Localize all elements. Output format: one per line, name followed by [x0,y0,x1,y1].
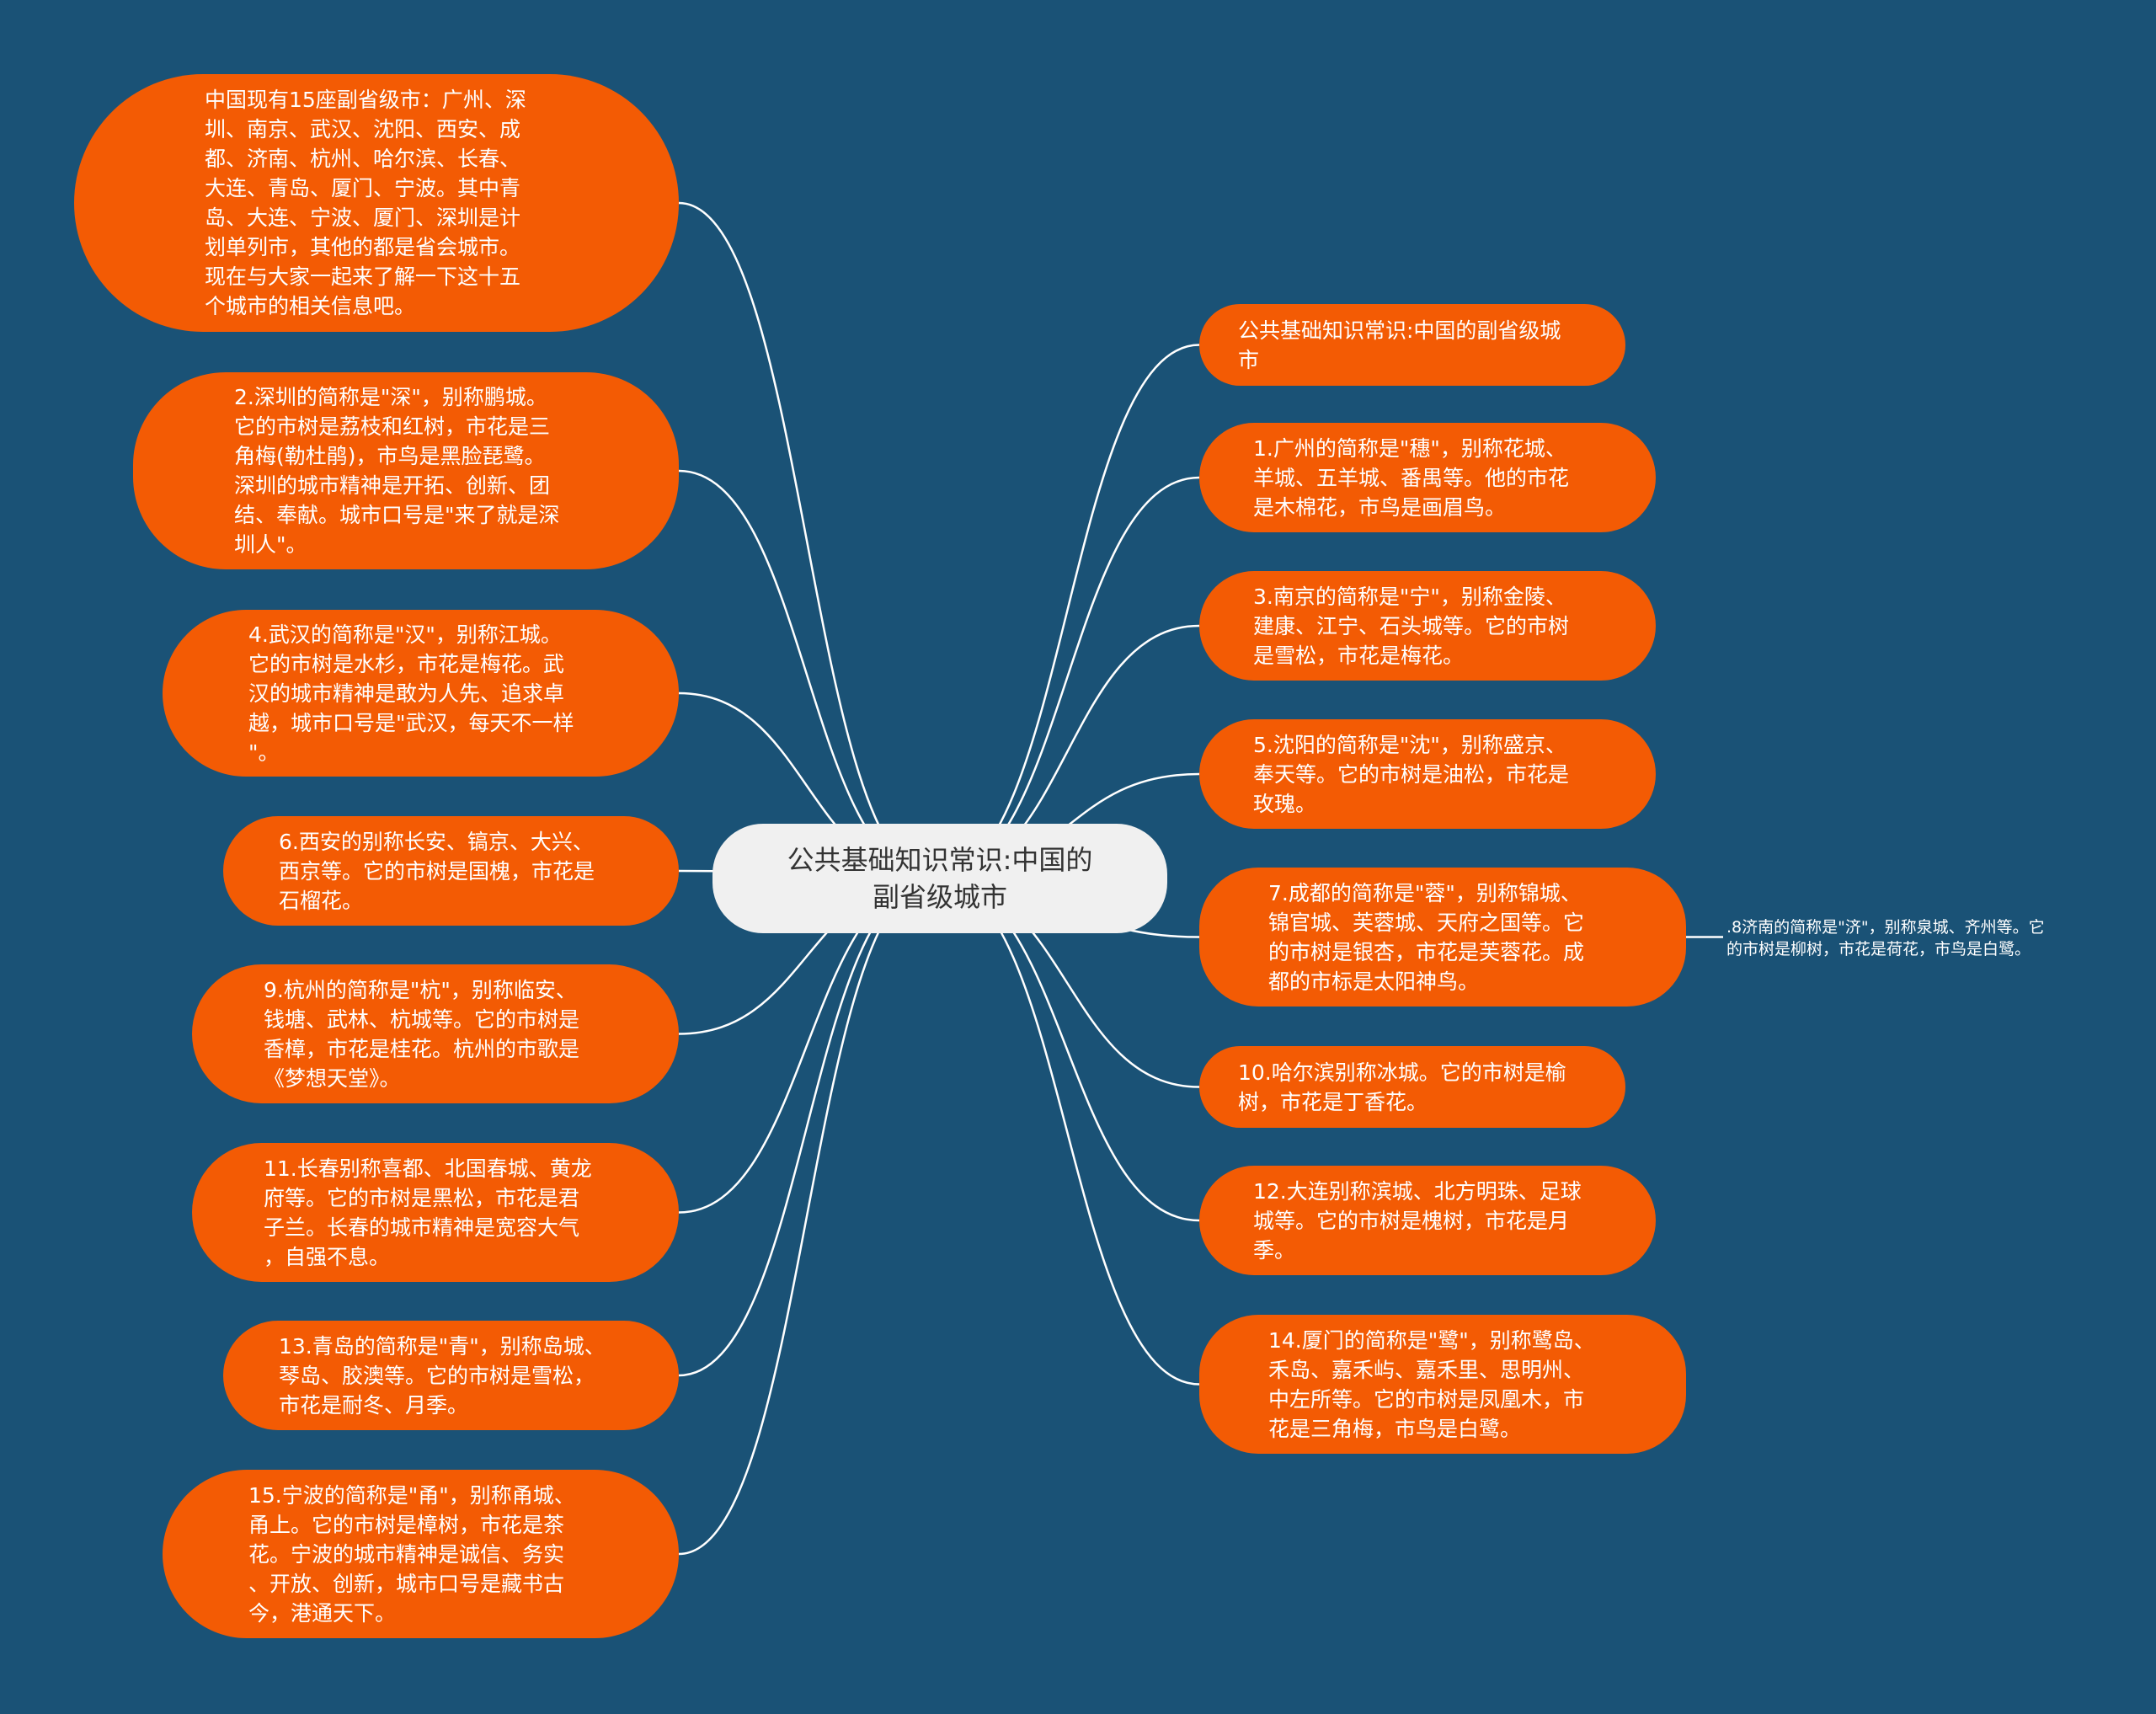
connector-line [678,469,936,880]
center-topic[interactable]: 公共基础知识常识:中国的 副省级城市 [712,824,1167,933]
node-hangzhou[interactable]: 9.杭州的简称是"杭"，别称临安、 钱塘、武林、杭城等。它的市树是 香樟，市花是… [192,964,679,1103]
node-xiamen[interactable]: 14.厦门的简称是"鹭"，别称鹭岛、 禾岛、嘉禾屿、嘉禾里、思明州、 中左所等。… [1199,1315,1686,1454]
connector-line [678,201,936,880]
node-title[interactable]: 公共基础知识常识:中国的副省级城 市 [1199,304,1625,386]
connector-line [934,877,1200,1386]
connector-line [934,476,1200,880]
node-wuhan[interactable]: 4.武汉的简称是"汉"，别称江城。 它的市树是水杉，市花是梅花。武 汉的城市精神… [163,610,679,777]
node-xian[interactable]: 6.西安的别称长安、镐京、大兴、 西京等。它的市树是国槐，市花是 石榴花。 [223,816,679,926]
node-shenzhen[interactable]: 2.深圳的简称是"深"，别称鹏城。 它的市树是荔枝和红树，市花是三 角梅(勒杜鹃… [133,372,679,569]
node-intro[interactable]: 中国现有15座副省级市：广州、深 圳、南京、武汉、沈阳、西安、成 都、济南、杭州… [74,74,679,332]
node-shenyang[interactable]: 5.沈阳的简称是"沈"，别称盛京、 奉天等。它的市树是油松，市花是 玫瑰。 [1199,719,1656,829]
node-qingdao[interactable]: 13.青岛的简称是"青"，别称岛城、 琴岛、胶澳等。它的市树是雪松， 市花是耐冬… [223,1321,679,1430]
node-jinan-leaf[interactable]: .8济南的简称是"济"，别称泉城、齐州等。它 的市树是柳树，市花是荷花，市鸟是白… [1726,918,2045,958]
connector-line [934,344,1200,880]
connector-line [678,877,936,1377]
node-guangzhou[interactable]: 1.广州的简称是"穗"，别称花城、 羊城、五羊城、番禺等。他的市花 是木棉花，市… [1199,423,1656,532]
node-nanjing[interactable]: 3.南京的简称是"宁"，别称金陵、 建康、江宁、石头城等。它的市树 是雪松，市花… [1199,571,1656,681]
node-ningbo[interactable]: 15.宁波的简称是"甬"，别称甬城、 甬上。它的市树是樟树，市花是茶 花。宁波的… [163,1470,679,1638]
node-dalian[interactable]: 12.大连别称滨城、北方明珠、足球 城等。它的市树是槐树，市花是月 季。 [1199,1166,1656,1275]
node-changchun[interactable]: 11.长春别称喜都、北国春城、黄龙 府等。它的市树是黑松，市花是君 子兰。长春的… [192,1143,679,1282]
node-chengdu[interactable]: 7.成都的简称是"蓉"，别称锦城、 锦官城、芙蓉城、天府之国等。它 的市树是银杏… [1199,868,1686,1007]
node-harbin[interactable]: 10.哈尔滨别称冰城。它的市树是榆 树，市花是丁香花。 [1199,1046,1625,1128]
connector-line [678,877,936,1556]
